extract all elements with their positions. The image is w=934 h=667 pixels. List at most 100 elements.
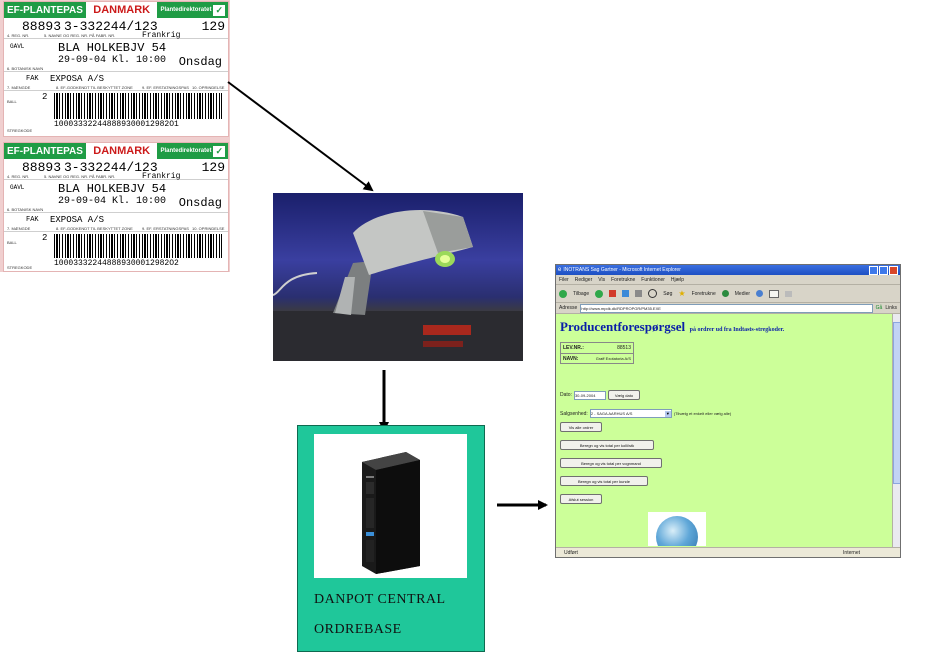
label-row-address: GAVL BLA HOLKEBJV 54 29-09-04 Kl. 10:00 …	[4, 180, 228, 213]
label-header-right: Plantedirektoratet ✓	[157, 143, 228, 159]
menu-tools[interactable]: Funktioner	[641, 276, 665, 283]
browser-toolbar: Tilbage Søg ★ Foretrukne Medier	[556, 285, 900, 303]
menu-bar: Filer Rediger Vis Foretrukne Funktioner …	[556, 275, 900, 285]
pass-number: 3-332244/123	[64, 19, 158, 34]
maximize-button[interactable]	[879, 266, 888, 275]
delivery-address: BLA HOLKEBJV 54	[58, 41, 167, 55]
field-8-label: 8. EF-GODKENDT TIL BESKYTTET ZONE	[56, 226, 133, 231]
check-icon: ✓	[213, 4, 225, 16]
vertical-scrollbar[interactable]	[892, 314, 900, 547]
ref-number: 88893	[22, 160, 62, 175]
sender-label: FAK	[26, 216, 39, 224]
status-left: Udført	[564, 549, 578, 556]
stop-icon[interactable]	[609, 290, 617, 297]
delivery-address: BLA HOLKEBJV 54	[58, 182, 167, 196]
field-4-label: 4. REG. NR.	[7, 174, 30, 179]
barcode	[54, 234, 222, 258]
origin-country: Frankrig	[142, 31, 181, 40]
mail-icon[interactable]	[769, 289, 780, 298]
field-11-label: STREGKODE	[7, 265, 33, 270]
sales-unit-hint: (Tilvælg et enkelt eller vælg alle)	[673, 411, 732, 416]
choose-date-button[interactable]: Vælg dato	[607, 390, 640, 400]
address-input[interactable]: http://www.mpdk.dk/RDPROPGR/PM35.EXE	[580, 303, 873, 313]
addr-label: GAVL	[10, 184, 25, 191]
end-session-button[interactable]: Afslut session	[560, 494, 602, 504]
media-icon[interactable]	[721, 290, 729, 297]
minimize-button[interactable]	[869, 266, 878, 275]
sales-unit-label: Salgsenhed:	[560, 410, 588, 417]
sales-unit-select[interactable]: 2 - SAGA AARHUS A/S ▼	[589, 409, 672, 418]
sender-name: EXPOSA A/S	[50, 215, 105, 225]
arrow-label-to-scanner	[227, 81, 374, 192]
favorites-icon[interactable]: ★	[678, 289, 686, 298]
lev-value: 88513	[617, 345, 631, 351]
page-title: Producentforespørgsel	[560, 319, 686, 334]
field-10-label: 10. OPRINDELSE	[192, 85, 225, 90]
media-button-label[interactable]: Medier	[734, 290, 751, 297]
label-header-country: DANMARK	[85, 143, 158, 159]
links-label[interactable]: Links	[885, 305, 897, 311]
status-right: Internet	[843, 549, 860, 556]
delivery-weekday: Onsdag	[178, 55, 222, 69]
field-4-label: 4. REG. NR.	[7, 33, 30, 38]
barcode-digits: 100033322448889300012982O2	[54, 259, 179, 268]
back-icon[interactable]	[559, 289, 567, 298]
scrollbar-thumb[interactable]	[893, 322, 900, 484]
favorites-button-label[interactable]: Foretrukne	[691, 290, 716, 297]
label-row-address: GAVL BLA HOLKEBJV 54 29-09-04 Kl. 10:00 …	[4, 39, 228, 72]
plant-passport-label: EF-PLANTEPAS DANMARK Plantedirektoratet …	[3, 142, 229, 272]
label-header-left: EF-PLANTEPAS	[4, 2, 86, 18]
chevron-down-icon[interactable]: ▼	[664, 410, 671, 417]
menu-file[interactable]: Filer	[559, 276, 569, 283]
count-label: BALL	[7, 99, 17, 104]
lev-label: LEV.NR.:	[563, 345, 584, 351]
count-value: 2	[42, 233, 48, 243]
show-all-orders-button[interactable]: Vis alle ordrer	[560, 422, 602, 432]
refresh-icon[interactable]	[622, 290, 630, 297]
field-9-label: 9. EF. ERSTATNINGSPAS	[142, 85, 189, 90]
ref-number: 88893	[22, 19, 62, 34]
date-input[interactable]: 30-09-2004	[573, 390, 606, 400]
navn-value: Graff Exotatoria A/S	[595, 356, 631, 361]
field-5-label: 5. NAVNE OG REG. NR. PÅ FABR. NR.	[44, 174, 116, 179]
plant-passport-label: EF-PLANTEPAS DANMARK Plantedirektoratet …	[3, 1, 229, 137]
forward-icon[interactable]	[595, 289, 604, 298]
label-header: EF-PLANTEPAS DANMARK Plantedirektoratet …	[4, 143, 228, 159]
window-controls	[869, 266, 898, 275]
sender-name: EXPOSA A/S	[50, 74, 105, 84]
count-value: 2	[42, 92, 48, 102]
box-number: 129	[201, 19, 225, 34]
home-icon[interactable]	[635, 290, 643, 297]
history-icon[interactable]	[756, 290, 764, 297]
label-stack: EF-PLANTEPAS DANMARK Plantedirektoratet …	[0, 0, 230, 272]
menu-edit[interactable]: Rediger	[574, 276, 593, 283]
label-header: EF-PLANTEPAS DANMARK Plantedirektoratet …	[4, 2, 228, 18]
label-row-barcode: BALL 2 100033322448889300012982O2 STREGK…	[4, 232, 228, 271]
total-per-item-button[interactable]: Beregn og vis total per kolli/stk	[560, 440, 654, 450]
total-per-carrier-button[interactable]: Beregn og vis total per vognmand	[560, 458, 662, 468]
search-icon[interactable]	[648, 289, 658, 298]
sales-unit-value: 2 - SAGA AARHUS A/S	[590, 411, 633, 416]
field-8-label: 8. EF-GODKENDT TIL BESKYTTET ZONE	[56, 85, 133, 90]
browser-title-bar: e INOTRANS Sag Gartner - Microsoft Inter…	[556, 265, 900, 275]
menu-view[interactable]: Vis	[598, 276, 606, 283]
navn-label: NAVN:	[563, 355, 579, 362]
menu-help[interactable]: Hjælp	[670, 276, 684, 283]
page-subtitle: på ordrer ud fra Indtasts-stregkoder.	[689, 327, 785, 333]
go-button[interactable]: Gå	[875, 305, 883, 311]
search-button-label[interactable]: Søg	[663, 290, 673, 297]
total-per-customer-button[interactable]: Beregn og vis total per kunde	[560, 476, 648, 486]
menu-favorites[interactable]: Foretrukne	[611, 276, 636, 283]
label-row-barcode: BALL 2 100033322448889300012982O1 STREGK…	[4, 91, 228, 135]
label-row-sender: FAK EXPOSA A/S 7. MÆNGDE 8. EF-GODKENDT …	[4, 72, 228, 91]
field-5-label: 5. NAVNE OG REG. NR. PÅ FABR. NR.	[44, 33, 116, 38]
close-button[interactable]	[889, 266, 898, 275]
delivery-datetime: 29-09-04 Kl. 10:00	[58, 196, 167, 207]
supplier-table: LEV.NR.: 88513 NAVN: Graff Exotatoria A/…	[560, 342, 634, 364]
globe-icon	[648, 512, 706, 546]
back-button-label[interactable]: Tilbage	[573, 290, 590, 297]
print-icon[interactable]	[785, 290, 793, 297]
status-bar: Udført Internet	[556, 547, 900, 557]
browser-title: INOTRANS Sag Gartner - Microsoft Interne…	[563, 267, 681, 273]
